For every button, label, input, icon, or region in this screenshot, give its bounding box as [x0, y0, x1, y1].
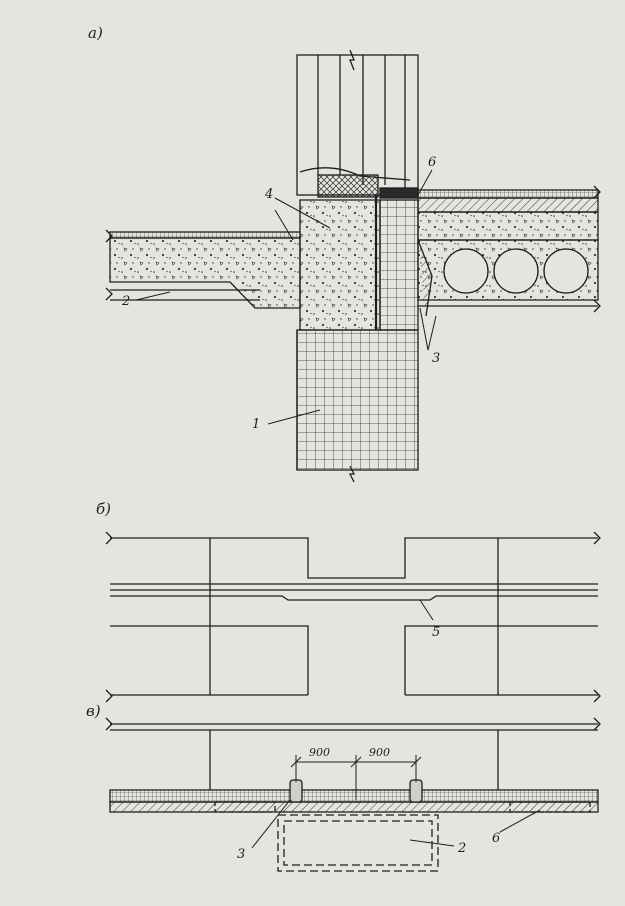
label-3-c: 3: [237, 847, 245, 862]
label-3: 3: [432, 351, 440, 366]
section-b: [105, 531, 601, 703]
dimension-left: 900: [309, 746, 330, 759]
label-6: 6: [428, 155, 436, 170]
connector-right: [409, 779, 423, 803]
dimension-right: 900: [369, 746, 390, 759]
caption-c: в): [86, 702, 101, 720]
upper-wall-panel: [296, 49, 419, 199]
column-footprint: [277, 814, 439, 872]
slab-void: [443, 248, 489, 294]
lower-wall-panel: [296, 329, 419, 483]
slab-void: [493, 248, 539, 294]
section-a: [105, 49, 601, 483]
leaders-a: [135, 169, 437, 425]
dimension-lines: [290, 755, 422, 800]
label-2: 2: [121, 294, 130, 309]
reinforcement-mesh: [379, 199, 419, 331]
slab-void: [543, 248, 589, 294]
caption-a: а): [88, 24, 103, 42]
right-floor-slab: [417, 185, 601, 317]
label-4: 4: [264, 187, 273, 202]
leaders-c: [251, 799, 541, 849]
label-1: 1: [252, 417, 260, 432]
connector-left: [289, 779, 303, 803]
left-floor-slab: [105, 229, 301, 309]
caption-b: б): [96, 500, 111, 518]
wall-band: [109, 789, 599, 803]
label-5: 5: [432, 625, 440, 640]
label-2-c: 2: [457, 841, 466, 856]
section-c: [105, 717, 601, 872]
label-6-c: 6: [492, 831, 500, 846]
